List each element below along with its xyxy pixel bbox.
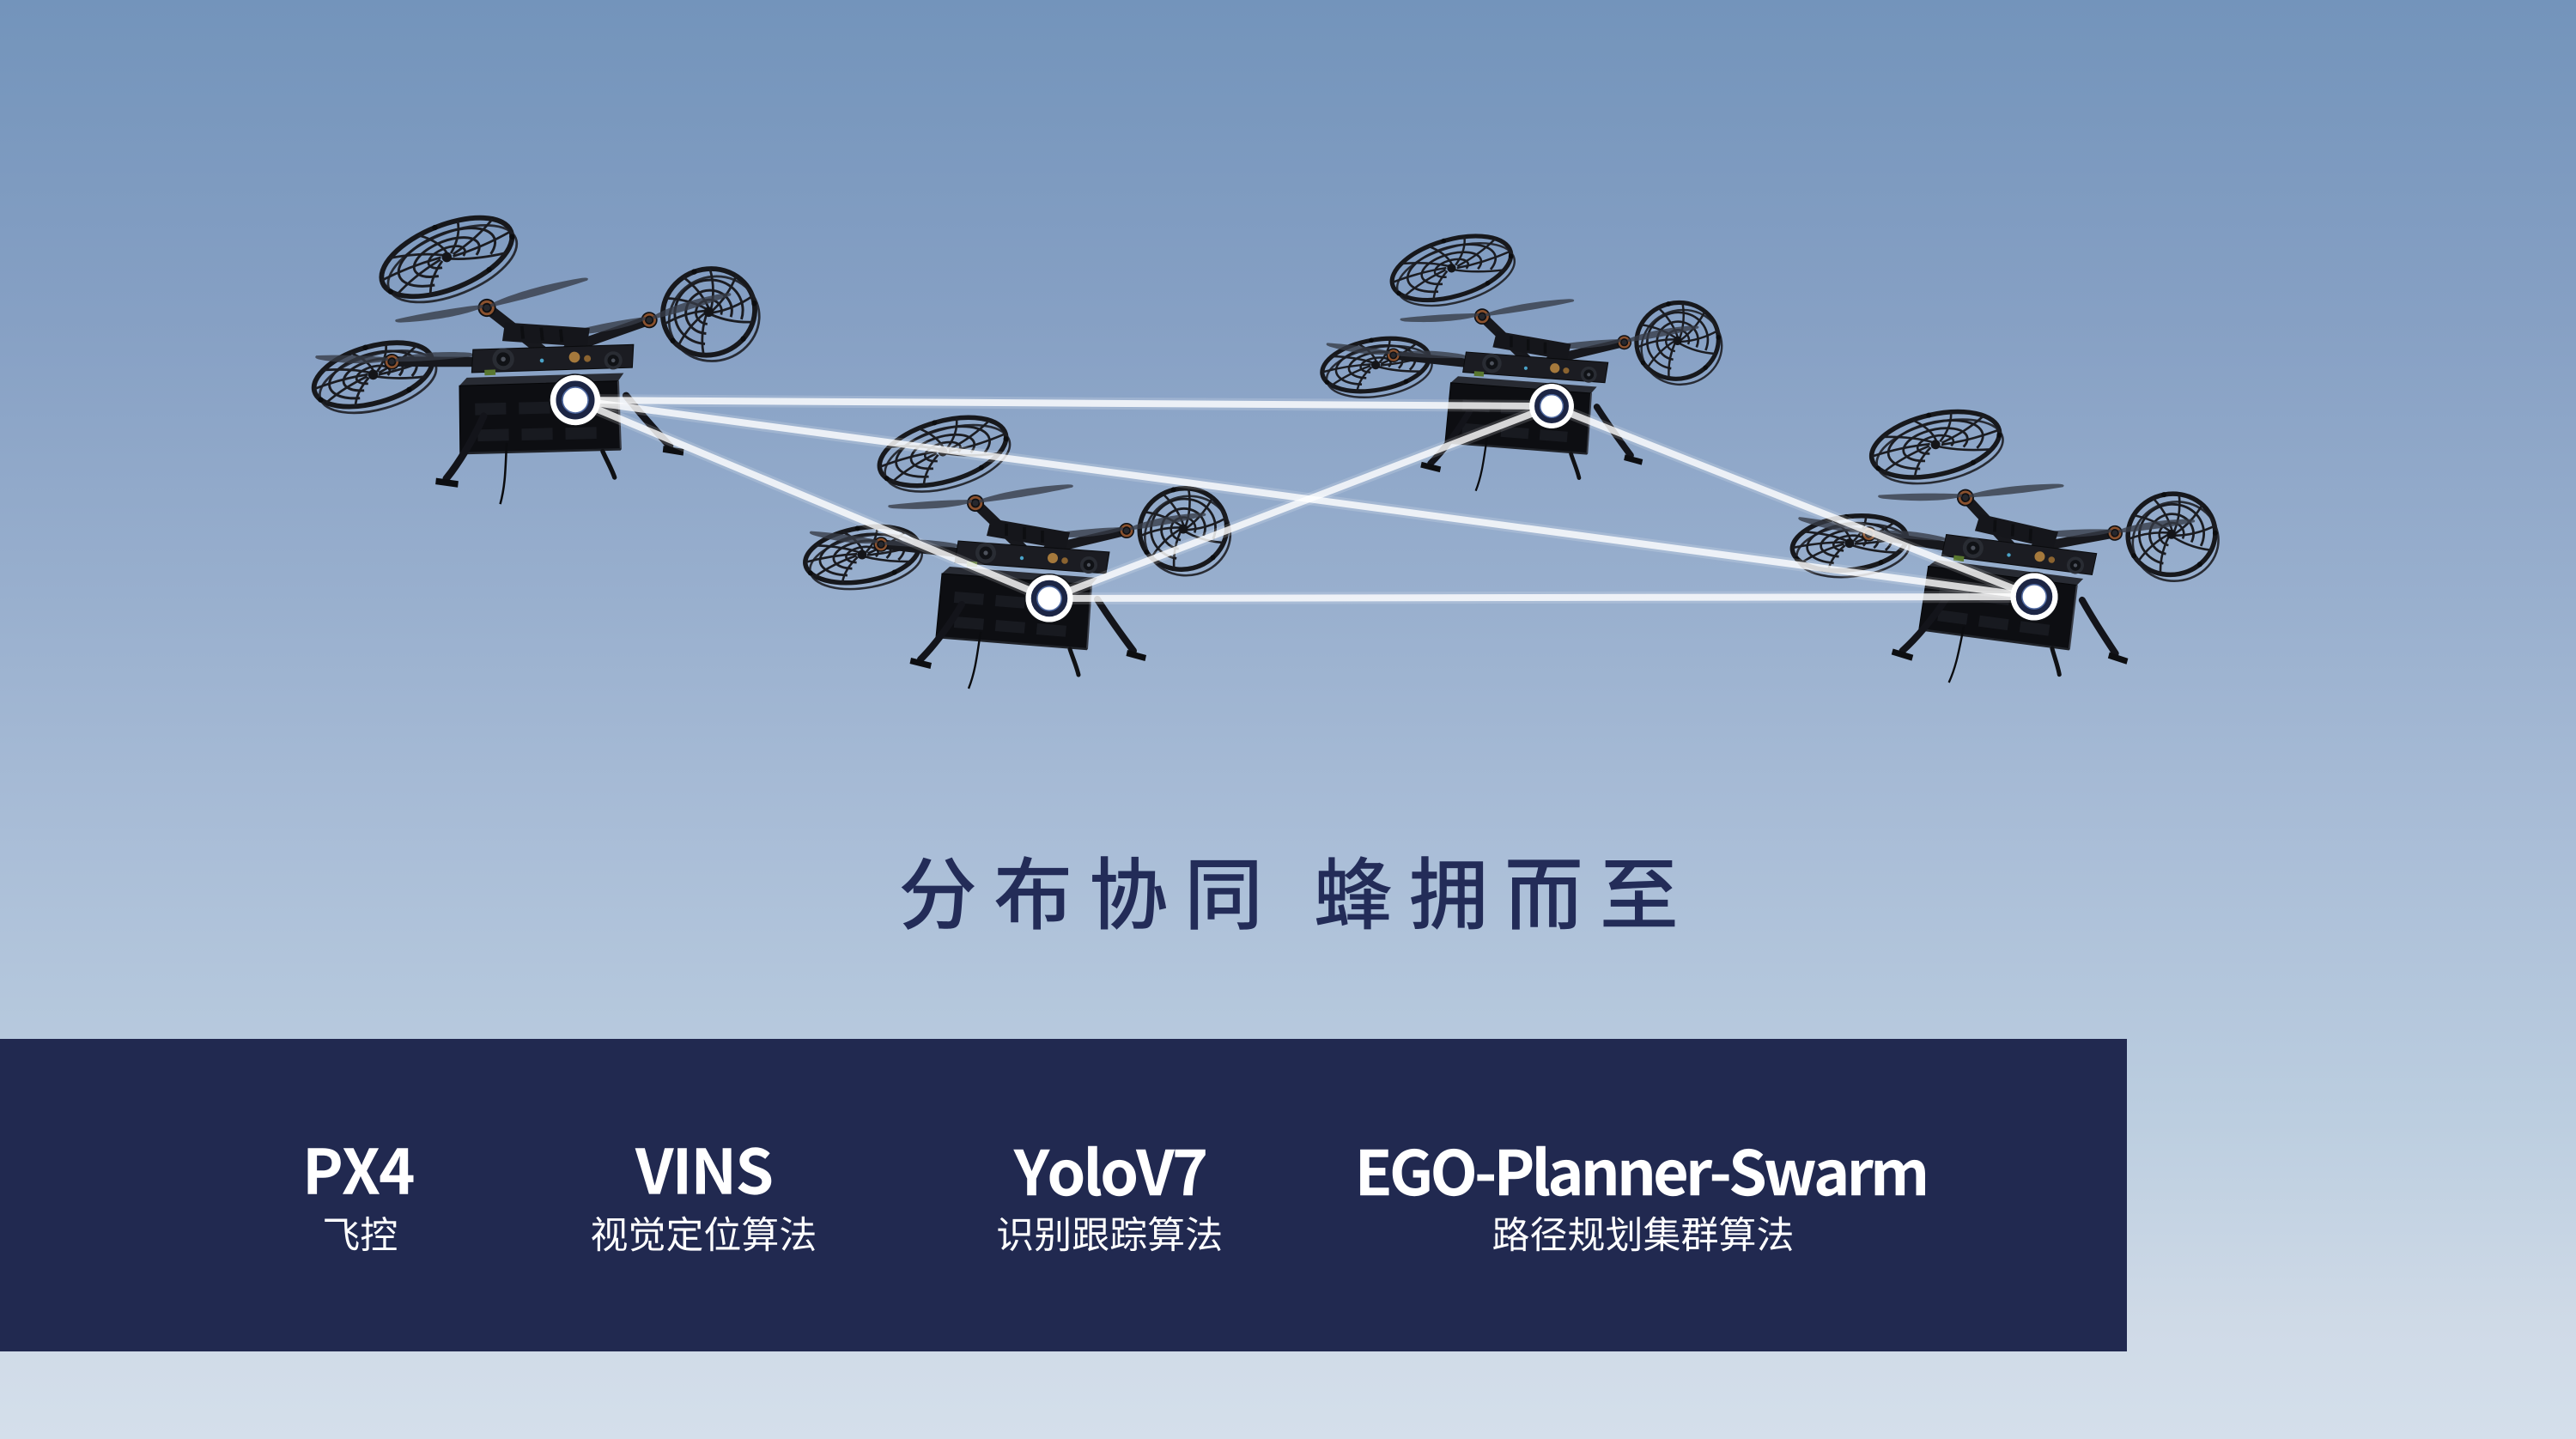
network-link-2-4 <box>1046 593 2038 602</box>
feature-desc-glyphs-yolov7 <box>998 1216 1221 1252</box>
feature-name-glyphs-ego <box>1360 1145 1925 1197</box>
feature-desc-glyphs-vins <box>592 1216 815 1252</box>
mesh-network-links <box>569 394 2040 604</box>
feature-name-glyphs-vins <box>635 1147 772 1195</box>
uwb-beacon-ring-1 <box>550 374 601 426</box>
feature-desc-glyphs-px4 <box>325 1216 397 1252</box>
network-link-2-3 <box>1046 403 1555 602</box>
feature-name-glyphs-px4 <box>307 1148 414 1194</box>
network-link-1-2 <box>572 397 1053 602</box>
uwb-beacon-ring-4 <box>2010 573 2058 621</box>
feature-desc-glyphs-ego <box>1493 1216 1792 1252</box>
network-link-1-3 <box>572 397 1555 410</box>
headline-glyphs <box>901 856 1675 930</box>
uwb-beacon-ring-3 <box>1529 384 1574 428</box>
network-link-3-4 <box>1548 403 2038 600</box>
uwb-beacon-ring-2 <box>1025 574 1073 622</box>
uwb-beacon-rings <box>550 374 2058 622</box>
feature-name-glyphs-yolov7 <box>1013 1145 1206 1197</box>
